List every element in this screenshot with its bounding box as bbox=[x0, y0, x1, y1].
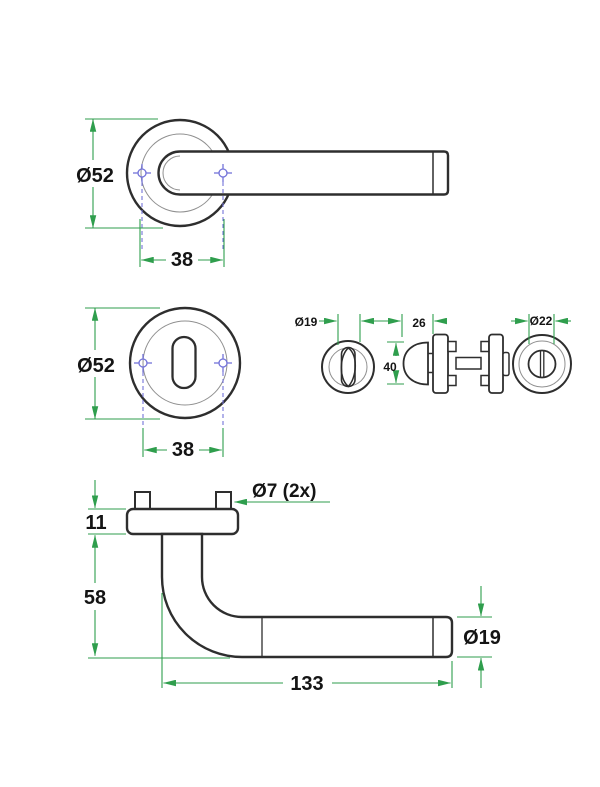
dimension-release-diameter: Ø22 bbox=[511, 314, 571, 344]
fixing-lug bbox=[480, 340, 490, 353]
dim-label-lever-length: 133 bbox=[290, 673, 323, 695]
spindle bbox=[455, 356, 482, 370]
keyhole-slot bbox=[171, 335, 197, 390]
dimension-knob-height: 40 bbox=[383, 341, 404, 385]
dim-label-drop-height: 58 bbox=[84, 587, 106, 609]
dimension-drop-height: 58 bbox=[84, 534, 230, 659]
knob-dome bbox=[402, 341, 429, 386]
callout-screw-holes: Ø7 (2x) bbox=[233, 481, 330, 506]
dim-label-projection: 26 bbox=[412, 316, 426, 330]
dim-label-escutcheon-diameter: Ø52 bbox=[77, 355, 115, 377]
figure-handle-front-view: Ø52 38 bbox=[76, 118, 450, 271]
release-front-view bbox=[512, 334, 572, 394]
dim-label-screw-holes: Ø7 (2x) bbox=[252, 481, 316, 502]
fixing-lug bbox=[447, 374, 457, 387]
dimension-lever-length: 133 bbox=[161, 593, 453, 695]
lever-tube-side bbox=[160, 532, 454, 659]
release-inner-circle bbox=[527, 349, 557, 379]
turnknob-grip-lens bbox=[340, 347, 357, 388]
fixing-lug bbox=[480, 374, 490, 387]
dim-label-plate-thickness: 11 bbox=[85, 512, 106, 534]
dimension-hole-spacing: 38 bbox=[139, 219, 225, 271]
dimension-escutcheon-hole-spacing: 38 bbox=[142, 428, 224, 461]
dimension-tube-diameter: Ø19 bbox=[457, 586, 501, 688]
dimension-plate-thickness: 11 bbox=[85, 480, 126, 535]
dim-label-knob-height: 40 bbox=[383, 360, 397, 374]
fixing-screw-boss bbox=[134, 491, 151, 511]
dimension-projection: 26 bbox=[363, 314, 447, 337]
dim-label-escutcheon-hole-spacing: 38 bbox=[172, 439, 194, 461]
rose-plate-side bbox=[125, 507, 240, 536]
dimension-escutcheon-diameter: Ø52 bbox=[77, 307, 160, 420]
figure-escutcheon-front-view: Ø52 38 bbox=[77, 306, 242, 461]
dim-label-tube-diameter: Ø19 bbox=[463, 627, 501, 649]
lever-collar-arc bbox=[162, 155, 181, 191]
release-nub bbox=[502, 351, 510, 377]
release-middle-circle bbox=[518, 340, 566, 388]
release-outer-circle bbox=[512, 334, 572, 394]
dim-label-knob-diameter: Ø19 bbox=[295, 315, 318, 329]
rose-plate-left bbox=[432, 333, 449, 394]
dim-label-release-diameter: Ø22 bbox=[530, 314, 553, 328]
figure-handle-side-view: Ø7 (2x) 11 58 133 Ø19 bbox=[84, 480, 501, 695]
thumbturn-side-view bbox=[402, 333, 510, 394]
fixing-screw-boss bbox=[215, 491, 232, 511]
rose-plate-right bbox=[488, 333, 504, 394]
figure-thumbturn-set: Ø19 26 40 Ø22 bbox=[295, 314, 572, 394]
dimension-rose-diameter: Ø52 bbox=[76, 118, 163, 229]
dim-label-rose-diameter: Ø52 bbox=[76, 165, 114, 187]
dim-label-hole-spacing: 38 bbox=[171, 249, 193, 271]
lever-grip-front bbox=[157, 150, 450, 196]
fixing-lug bbox=[447, 340, 457, 353]
